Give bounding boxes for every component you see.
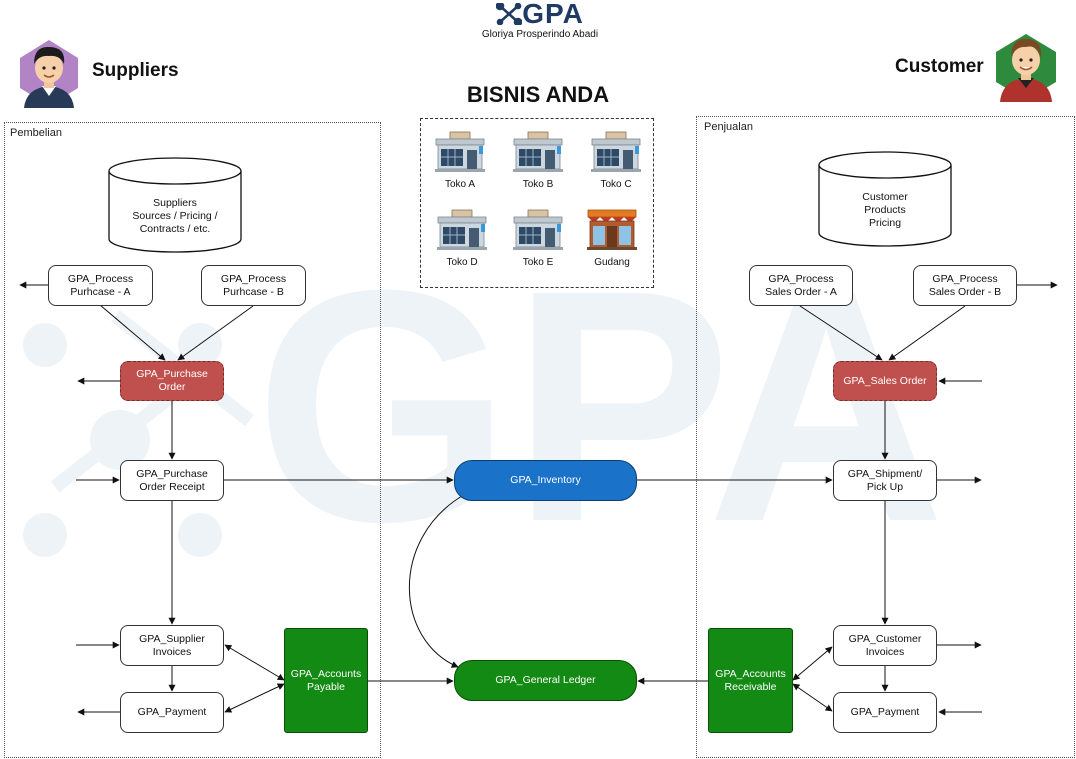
supplier-database-label: Suppliers Sources / Pricing / Contracts … — [132, 197, 218, 235]
shop-toko-d: Toko D — [432, 208, 492, 268]
process-sales-order-b[interactable]: GPA_Process Sales Order - B — [913, 265, 1017, 306]
shop-toko-a: Toko A — [430, 130, 490, 190]
shop-icon — [437, 209, 487, 250]
supplier-invoices[interactable]: GPA_Supplier Invoices — [120, 625, 224, 666]
business-shops-box — [420, 118, 654, 288]
arrow-inventory-to-ledger — [408, 495, 463, 668]
process-sales-order-a[interactable]: GPA_Process Sales Order - A — [749, 265, 853, 306]
arrow-so-process-a-to-so — [799, 305, 883, 361]
logo-subtitle: Gloriya Prosperindo Abadi — [481, 29, 599, 40]
logo-text: GPA — [522, 0, 584, 29]
process-purchase-a[interactable]: GPA_Process Purhcase - A — [48, 265, 153, 306]
suppliers-label: Suppliers — [92, 60, 179, 81]
shop-toko-b: Toko B — [508, 130, 568, 190]
shop-label: Toko B — [522, 179, 554, 190]
customer-database-icon — [818, 151, 952, 247]
warehouse-icon — [587, 209, 637, 250]
arrow-process-a-to-po — [99, 304, 166, 361]
customer-payment[interactable]: GPA_Payment — [833, 692, 937, 733]
customer-database-label: Customer Products Pricing — [862, 191, 908, 229]
arrow-invoices-payable — [224, 644, 285, 681]
customer-avatar-icon — [996, 34, 1056, 102]
purchase-order[interactable]: GPA_Purchase Order — [120, 361, 224, 401]
purchase-order-receipt[interactable]: GPA_Purchase Order Receipt — [120, 460, 224, 501]
shop-label: Toko E — [522, 257, 554, 268]
logo: GPA Gloriya Prosperindo Abadi — [460, 0, 620, 44]
sales-region-label: Penjualan — [704, 121, 753, 133]
accounts-payable[interactable]: GPA_Accounts Payable — [284, 628, 368, 733]
inventory[interactable]: GPA_Inventory — [454, 460, 637, 501]
supplier-database-icon — [108, 157, 242, 253]
shop-toko-e: Toko E — [508, 208, 568, 268]
sales-region — [696, 116, 1075, 758]
sales-order[interactable]: GPA_Sales Order — [833, 361, 937, 401]
purchasing-region — [4, 122, 381, 758]
supplier-avatar-icon — [20, 40, 78, 108]
arrow-payment-payable — [224, 683, 285, 713]
arrow-process-b-to-po — [177, 305, 254, 361]
accounts-receivable[interactable]: GPA_Accounts Receivable — [708, 628, 793, 733]
business-title: BISNIS ANDA — [466, 82, 610, 107]
supplier-payment[interactable]: GPA_Payment — [120, 692, 224, 733]
shop-icon — [513, 131, 563, 172]
shop-label: Gudang — [594, 257, 630, 268]
shop-label: Toko C — [600, 179, 632, 190]
customer-label: Customer — [895, 56, 984, 77]
warehouse-gudang: Gudang — [582, 208, 642, 268]
arrow-receivable-cust-invoices — [792, 646, 833, 681]
shop-label: Toko D — [446, 257, 478, 268]
process-purchase-b[interactable]: GPA_Process Purhcase - B — [201, 265, 306, 306]
general-ledger[interactable]: GPA_General Ledger — [454, 660, 637, 701]
shop-toko-c: Toko C — [586, 130, 646, 190]
shipment-pickup[interactable]: GPA_Shipment/ Pick Up — [833, 460, 937, 501]
shop-icon — [435, 131, 485, 172]
arrow-receivable-payment — [792, 683, 833, 712]
arrow-so-process-b-to-so — [888, 305, 966, 361]
customer-invoices[interactable]: GPA_Customer Invoices — [833, 625, 937, 666]
purchasing-region-label: Pembelian — [10, 127, 62, 139]
shop-icon — [591, 131, 641, 172]
shop-label: Toko A — [444, 179, 476, 190]
shop-icon — [513, 209, 563, 250]
network-nodes-icon — [496, 3, 523, 25]
